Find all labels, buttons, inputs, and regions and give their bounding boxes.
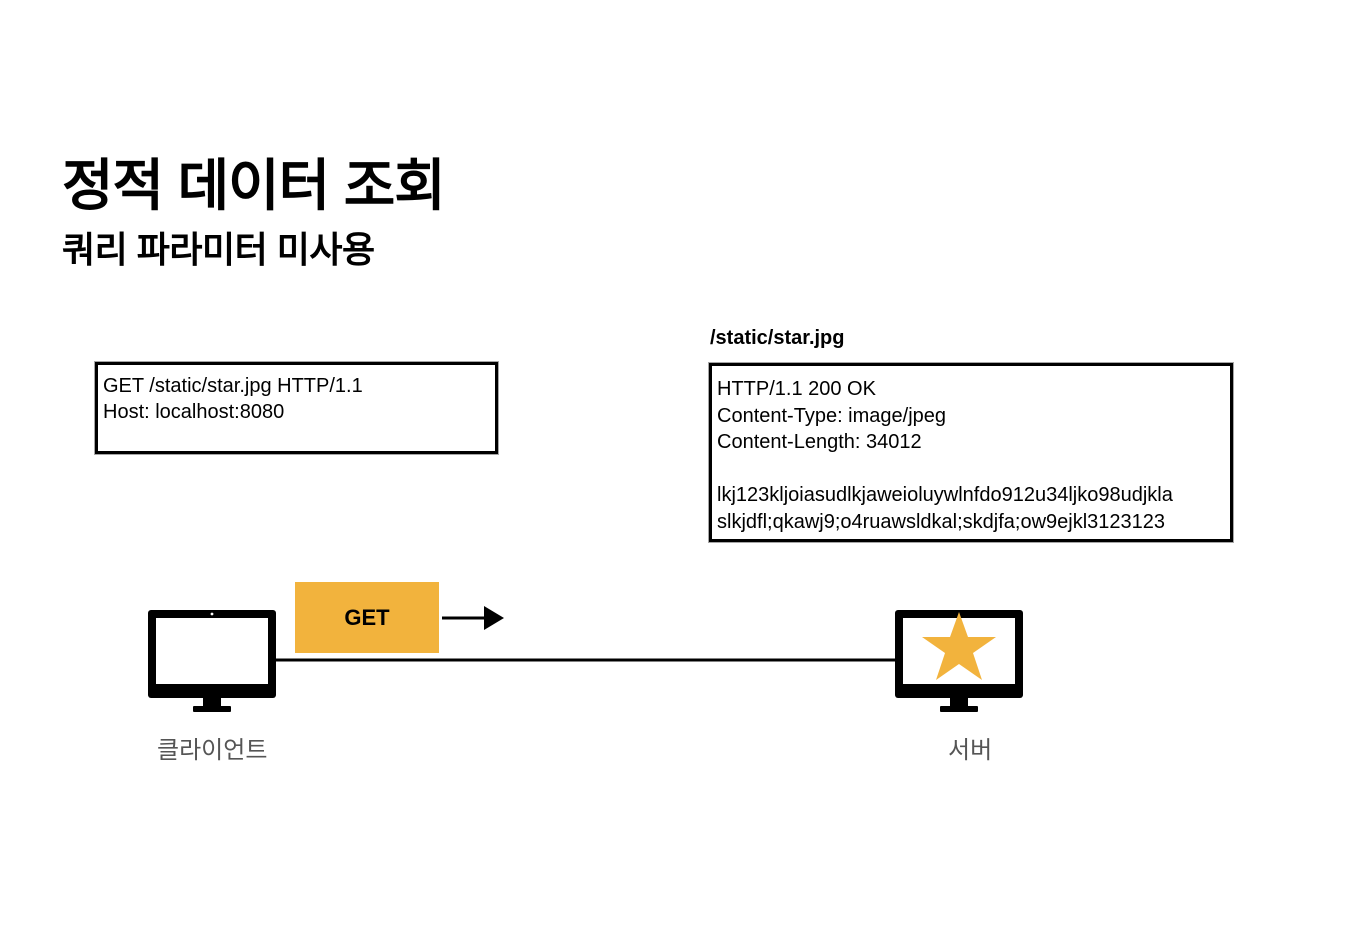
resource-path-label: /static/star.jpg [710,327,845,349]
request-header-host: Host: localhost:8080 [103,401,285,423]
response-header-content-type: Content-Type: image/jpeg [717,404,947,427]
response-body-line-2: slkjdfl;qkawj9;o4ruawsldkal;skdjfa;ow9ej… [717,510,1166,533]
response-status-line: HTTP/1.1 200 OK [717,378,876,400]
star-icon [922,612,996,680]
request-arrow-icon [442,606,504,630]
client-label: 클라이언트 [157,737,268,764]
slide-title: 정적 데이터 조회 [62,154,446,217]
request-line: GET /static/star.jpg HTTP/1.1 [103,375,363,397]
response-body-line-1: lkj123kljoiasudlkjaweioluywlnfdo912u34lj… [717,484,1173,506]
slide-subtitle: 쿼리 파라미터 미사용 [62,229,375,270]
server-label: 서버 [948,737,993,764]
response-header-content-length: Content-Length: 34012 [717,431,922,453]
request-message-box: GET /static/star.jpg HTTP/1.1 Host: loca… [95,362,498,454]
get-method-badge: GET [295,582,439,653]
client-monitor-icon [148,610,276,712]
response-message-box: HTTP/1.1 200 OK Content-Type: image/jpeg… [709,363,1233,542]
